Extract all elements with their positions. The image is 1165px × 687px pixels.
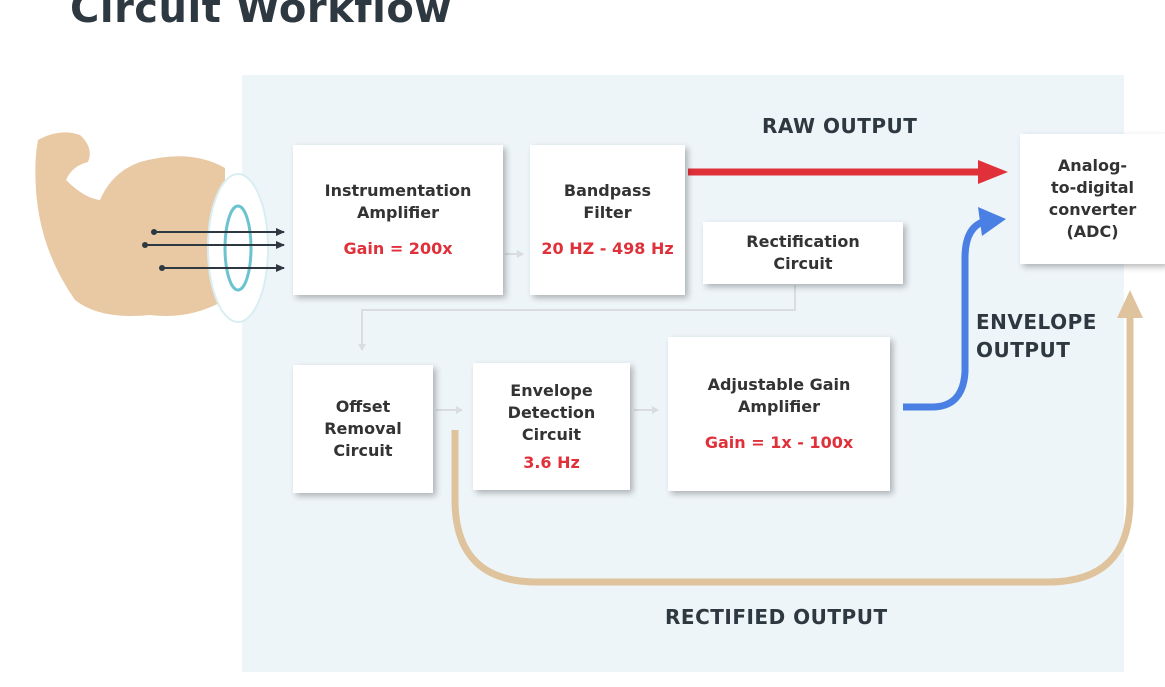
electrode-ring-icon bbox=[223, 204, 253, 292]
envelope-output-arrowhead bbox=[978, 207, 1006, 236]
rectification-circuit-label: Rectification Circuit bbox=[746, 232, 860, 273]
instrumentation-amplifier-gain: Gain = 200x bbox=[343, 239, 453, 258]
electrode-leads bbox=[142, 228, 285, 272]
offset-removal-circuit-label: Offset Removal Circuit bbox=[324, 397, 402, 460]
raw-output-arrowhead bbox=[978, 160, 1008, 184]
envelope-detection-circuit-label: Envelope Detection Circuit bbox=[507, 380, 596, 444]
adjustable-gain-amplifier-gain: Gain = 1x - 100x bbox=[704, 433, 854, 452]
adjustable-gain-amplifier-block: Adjustable Gain Amplifier Gain = 1x - 10… bbox=[668, 337, 890, 491]
rectified-output-arrowhead bbox=[1117, 290, 1143, 318]
instrumentation-amplifier-block: Instrumentation Amplifier Gain = 200x bbox=[293, 145, 503, 295]
rectified-output-label: RECTIFIED OUTPUT bbox=[665, 605, 888, 629]
sensor-halo bbox=[207, 173, 269, 323]
raw-output-label: RAW OUTPUT bbox=[762, 114, 918, 138]
bandpass-filter-label: Bandpass Filter bbox=[563, 181, 652, 222]
instrumentation-amplifier-label: Instrumentation Amplifier bbox=[324, 181, 472, 222]
rectified-output-path bbox=[451, 318, 1134, 586]
offset-removal-circuit-block: Offset Removal Circuit bbox=[293, 365, 433, 493]
envelope-detection-frequency: 3.6 Hz bbox=[523, 452, 580, 472]
arm-icon bbox=[35, 132, 226, 316]
envelope-output-path bbox=[903, 217, 988, 411]
adc-label: Analog- to-digital converter (ADC) bbox=[1048, 156, 1137, 241]
adc-block: Analog- to-digital converter (ADC) bbox=[1020, 134, 1165, 264]
page-title: Circuit Workflow bbox=[70, 0, 452, 32]
envelope-detection-circuit-block: Envelope Detection Circuit 3.6 Hz bbox=[473, 363, 630, 490]
rectification-circuit-block: Rectification Circuit bbox=[703, 222, 903, 284]
bandpass-filter-block: Bandpass Filter 20 HZ - 498 Hz bbox=[530, 145, 685, 295]
adjustable-gain-amplifier-label: Adjustable Gain Amplifier bbox=[707, 375, 851, 416]
connector-rect-to-offset bbox=[358, 285, 796, 351]
envelope-output-label: ENVELOPE OUTPUT bbox=[976, 310, 1097, 362]
bandpass-filter-range: 20 HZ - 498 Hz bbox=[541, 239, 674, 258]
